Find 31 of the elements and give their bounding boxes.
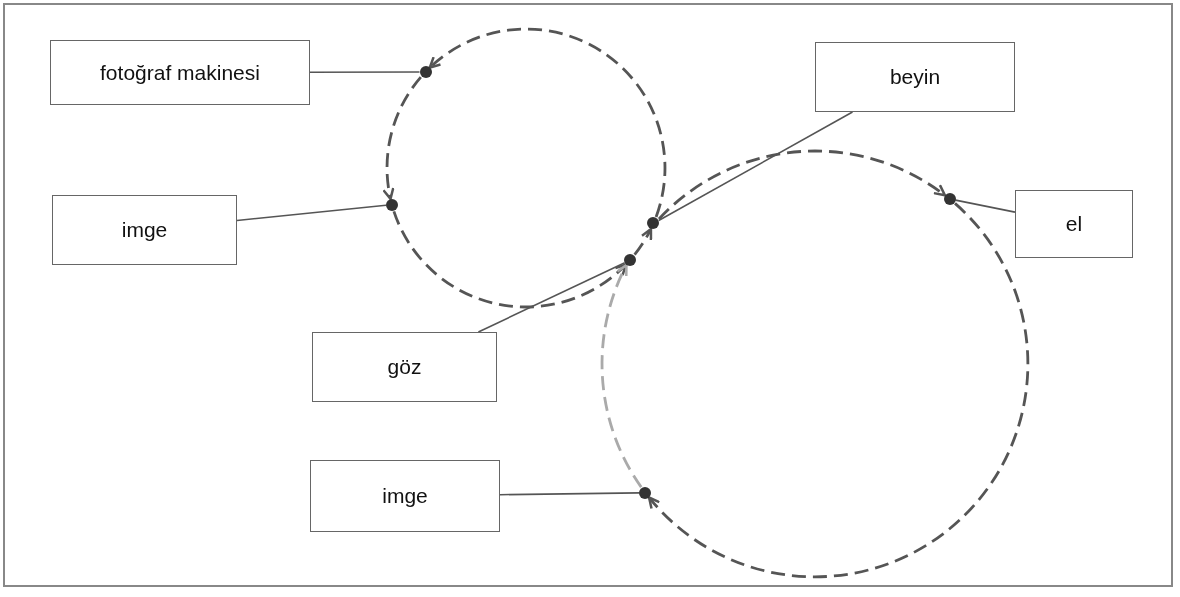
label-box bbox=[815, 42, 1015, 112]
label-box bbox=[312, 332, 497, 402]
loop-arrow bbox=[647, 202, 1029, 578]
point-dot bbox=[639, 486, 652, 499]
loop-arrow bbox=[600, 263, 643, 488]
loop-arrow bbox=[392, 210, 628, 309]
leader-line bbox=[657, 111, 854, 222]
point-dot bbox=[385, 198, 398, 211]
loop-arrow bbox=[658, 149, 947, 220]
point-dot bbox=[624, 254, 637, 267]
point-dot bbox=[943, 192, 956, 205]
point-dot bbox=[647, 217, 660, 230]
label-text: el bbox=[1065, 212, 1083, 236]
label-text: göz bbox=[387, 355, 422, 379]
label-box bbox=[50, 40, 310, 105]
label-text: beyin bbox=[889, 65, 941, 89]
label-text: fotoğraf makinesi bbox=[100, 60, 260, 85]
label-box bbox=[310, 460, 500, 532]
leader-line bbox=[477, 261, 626, 333]
label-text: imge bbox=[382, 484, 428, 508]
leader-line bbox=[236, 204, 387, 222]
loop-arrow bbox=[382, 76, 422, 201]
loop-arrow bbox=[428, 27, 667, 218]
label-text: imge bbox=[121, 218, 168, 242]
label-box bbox=[52, 195, 237, 265]
leader-line bbox=[954, 199, 1016, 213]
point-dot bbox=[419, 65, 432, 78]
leader-line bbox=[499, 492, 641, 496]
loop-arrow bbox=[633, 227, 653, 256]
leader-line bbox=[309, 71, 421, 73]
label-box bbox=[1015, 190, 1133, 258]
